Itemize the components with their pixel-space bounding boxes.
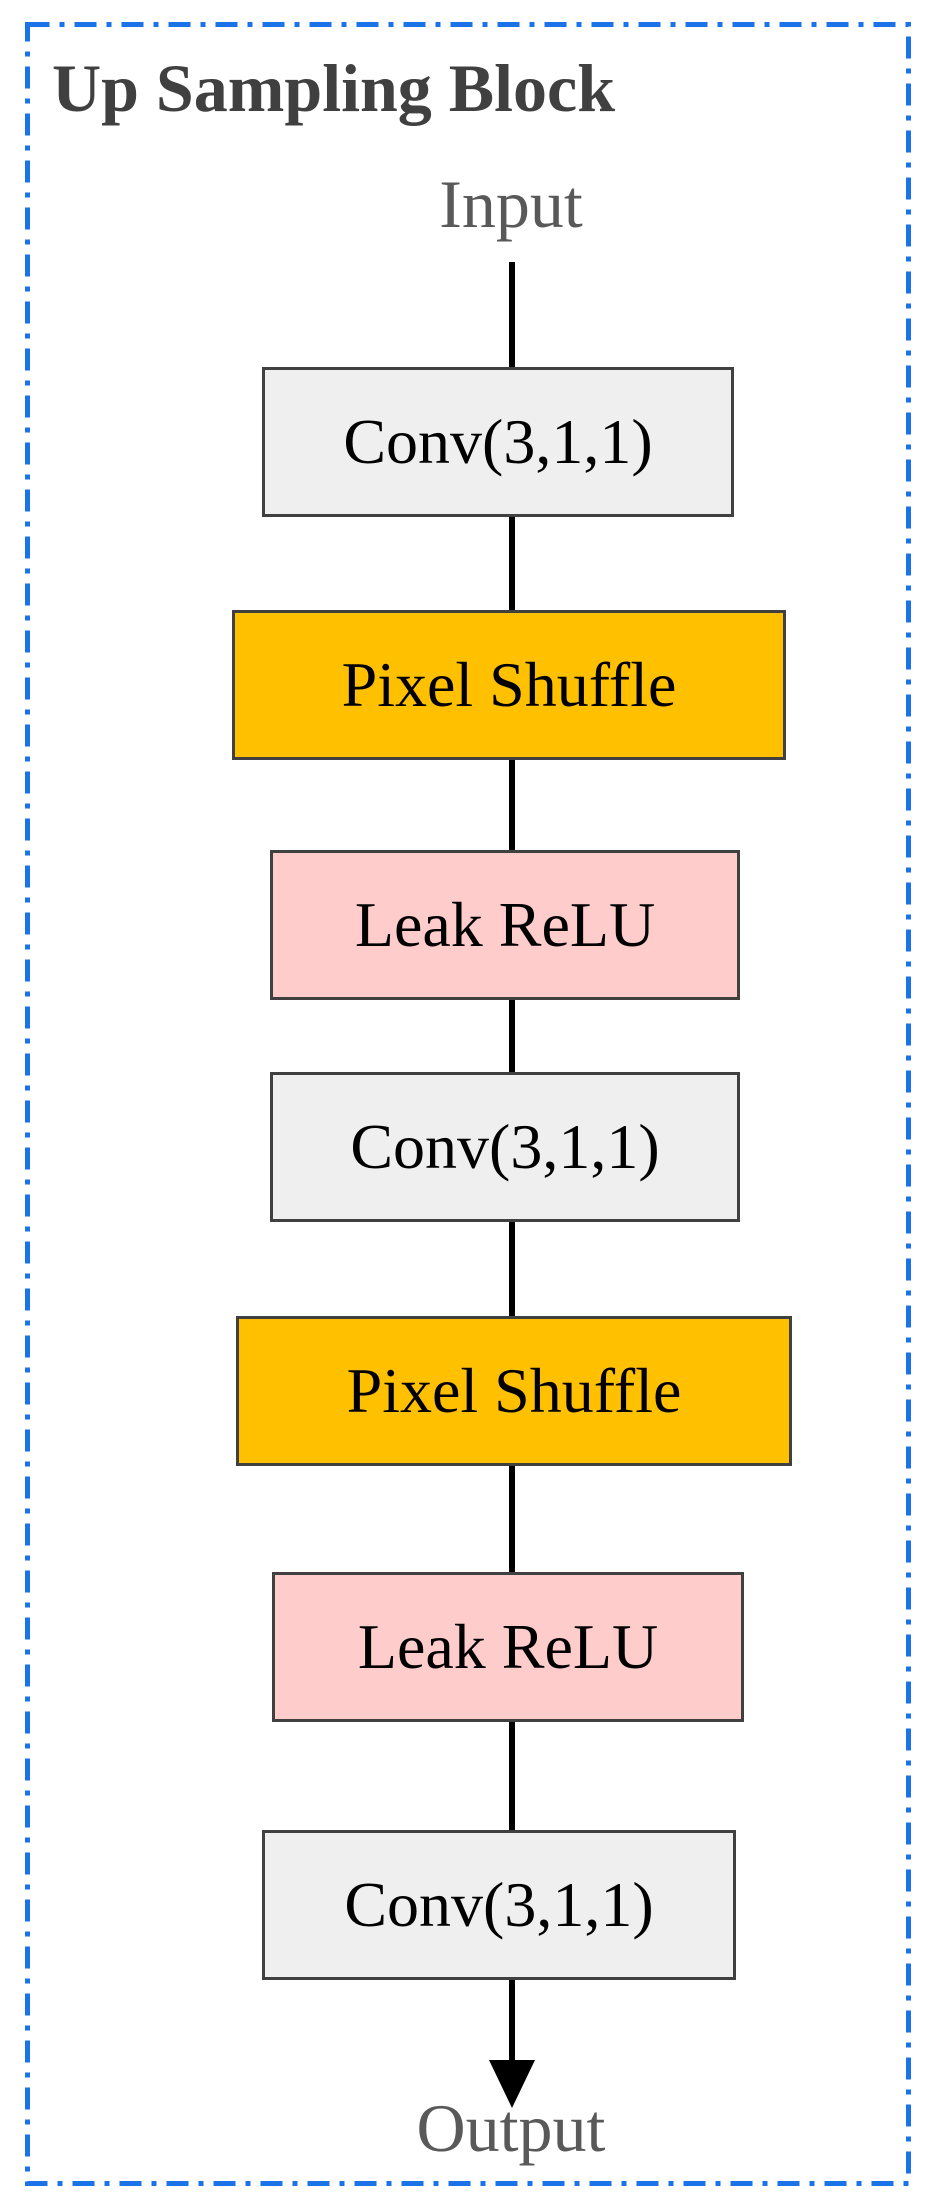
wire-shuffle1-to-relu1 <box>509 758 515 852</box>
diagram-title: Up Sampling Block <box>52 50 616 126</box>
wire-shuffle2-to-relu2 <box>509 1464 515 1574</box>
conv-block-3: Conv(3,1,1) <box>262 1830 736 1980</box>
leaky-relu-block-1: Leak ReLU <box>270 850 740 1000</box>
conv-block-1: Conv(3,1,1) <box>262 367 734 517</box>
wire-relu1-to-conv2 <box>509 998 515 1074</box>
output-label: Output <box>416 2090 606 2166</box>
pixel-shuffle-block-1: Pixel Shuffle <box>232 610 786 760</box>
output-arrowhead <box>489 2060 535 2108</box>
wire-input-to-conv1 <box>509 262 515 370</box>
wire-relu2-to-conv3 <box>509 1720 515 1832</box>
wire-conv1-to-shuffle1 <box>509 516 515 612</box>
input-label: Input <box>439 166 583 242</box>
pixel-shuffle-block-2: Pixel Shuffle <box>236 1316 792 1466</box>
conv-block-2: Conv(3,1,1) <box>270 1072 740 1222</box>
block-frame <box>25 22 911 2186</box>
leaky-relu-block-2: Leak ReLU <box>272 1572 744 1722</box>
wire-conv2-to-shuffle2 <box>509 1220 515 1318</box>
wire-conv3-to-output <box>509 1978 515 2068</box>
